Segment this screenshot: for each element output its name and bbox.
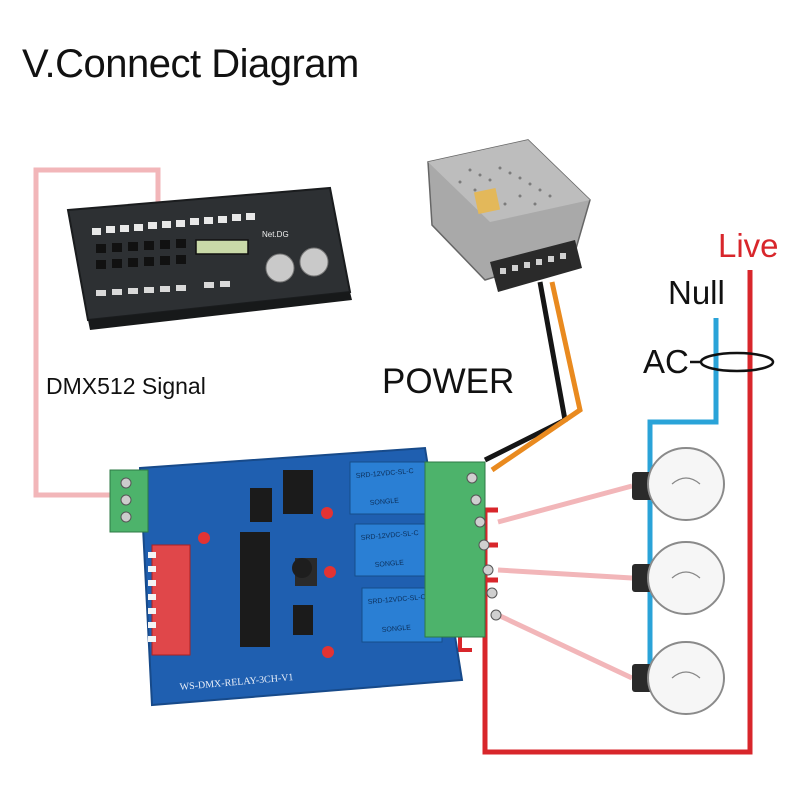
dmx-signal-label: DMX512 Signal — [46, 373, 206, 399]
output-terminal-block — [424, 461, 486, 638]
power-supply — [427, 139, 591, 292]
controller-brand-text: Net.DG — [262, 230, 289, 239]
lamp-1-wire — [497, 483, 633, 525]
relay-2: SRD-12VDC-SL-C SONGLE — [354, 523, 436, 577]
lamp-1 — [632, 447, 725, 521]
diagram-title: V.Connect Diagram — [22, 42, 359, 86]
relay-3-maker: SONGLE — [382, 624, 412, 634]
lamp-3-wire — [496, 612, 634, 681]
relay-1-maker: SONGLE — [370, 497, 400, 507]
dmx-signal-wire — [33, 167, 161, 498]
dip-switch — [151, 544, 191, 656]
dmx-controller: Net.DG — [66, 186, 352, 330]
ac-clamp-ring — [699, 351, 775, 373]
controller-knob-right — [299, 247, 329, 277]
lamp-2 — [632, 541, 725, 615]
controller-knob-left — [265, 253, 295, 283]
relay-board: SRD-12VDC-SL-C SONGLE SRD-12VDC-SL-C SON… — [109, 446, 502, 707]
ac-label: AC — [643, 343, 689, 380]
power-wire-orange — [490, 281, 583, 473]
relay-1: SRD-12VDC-SL-C SONGLE — [349, 461, 431, 515]
lamp-3 — [632, 641, 725, 715]
null-label: Null — [668, 274, 725, 311]
live-wire — [482, 270, 753, 755]
power-label: POWER — [382, 362, 515, 401]
relay-2-maker: SONGLE — [375, 559, 405, 569]
live-label: Live — [718, 227, 779, 264]
lamp-2-wire — [497, 567, 633, 581]
